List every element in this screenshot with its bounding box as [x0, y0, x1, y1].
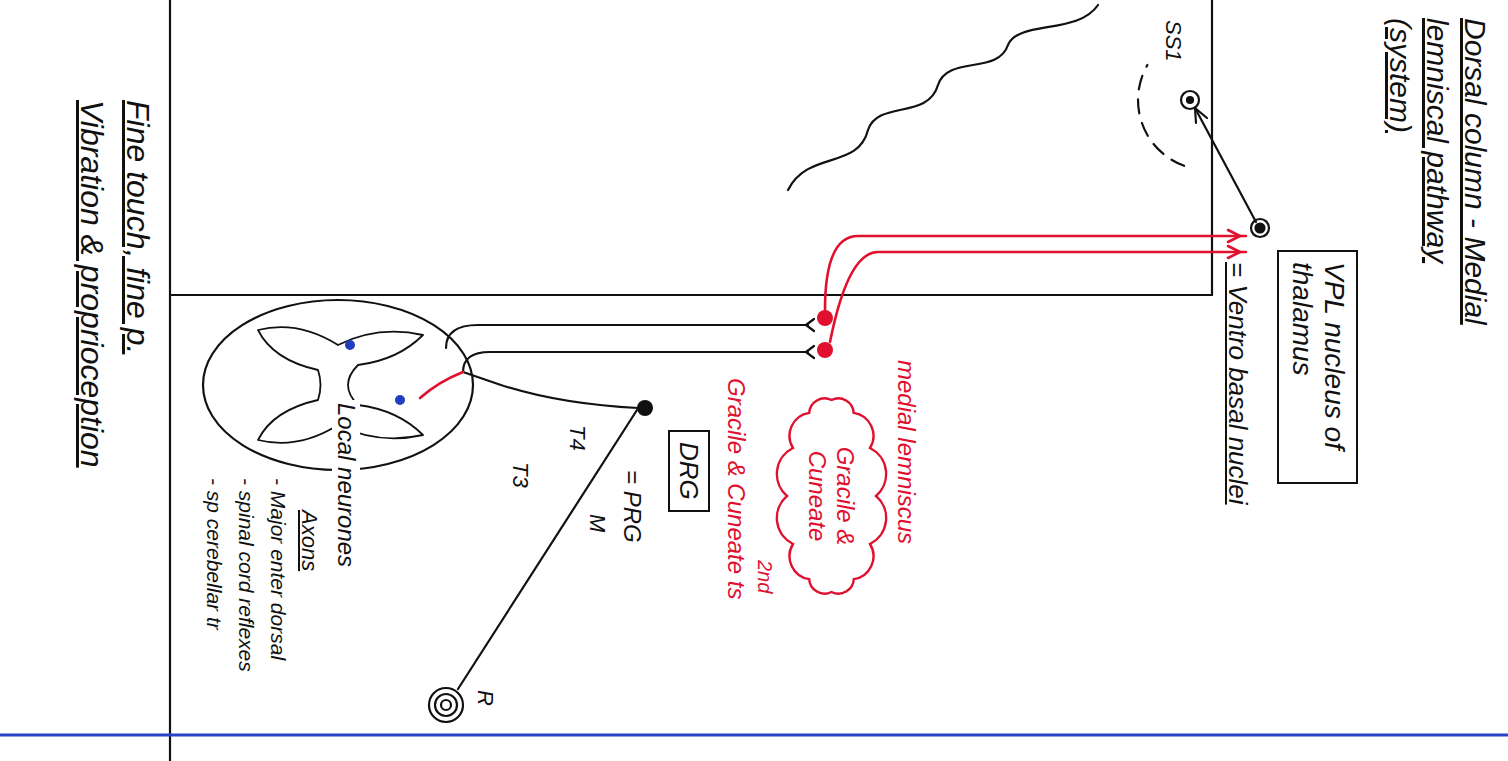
local-neuron	[395, 395, 405, 405]
dorsal-column-fibre	[463, 352, 808, 372]
ganglion-box: DRG	[668, 430, 710, 512]
modality-note: Fine touch, fine p.	[119, 100, 156, 354]
note-heading: Axons	[297, 510, 322, 571]
note: - sp cerebellar tr	[202, 478, 226, 630]
receptor-label: R	[473, 690, 498, 706]
local-branch	[420, 372, 463, 398]
order-label: 2nd	[753, 560, 776, 593]
medial-lemniscus-fibre	[825, 236, 1246, 310]
part-label: M	[585, 514, 610, 532]
tract-label: medial lemniscus	[892, 360, 920, 544]
peripheral-axon	[458, 410, 637, 689]
receptor	[435, 694, 457, 716]
receptor	[429, 688, 463, 722]
local-neuron	[345, 340, 355, 350]
divider-line	[169, 0, 171, 761]
margin-line	[0, 734, 1508, 737]
synonym-note: = Ventro basal nuclei	[1222, 262, 1252, 505]
cortex-area-arc	[1138, 65, 1184, 166]
node-text: Gracile & Cuneate	[804, 436, 859, 556]
arrowhead	[1228, 230, 1240, 242]
cortical-neuron-nucleus	[1187, 97, 1193, 103]
note: - spinal cord reflexes	[234, 478, 258, 672]
arrowhead	[1195, 108, 1207, 123]
cortical-neuron	[1181, 91, 1199, 109]
area-label: SS1	[1161, 20, 1186, 62]
node-text: VPL nucleus of thalamus	[1286, 262, 1350, 472]
dorsal-column-fibre	[446, 325, 808, 348]
segment-label: T4	[565, 425, 590, 451]
cortex-surface	[788, 5, 1098, 190]
thalamic-neuron	[1251, 219, 1269, 237]
note: - Major enter dorsal	[266, 478, 290, 660]
dorsal-root	[463, 372, 638, 408]
synonym-note: = PRG	[618, 470, 646, 543]
part-label: Local neurones	[332, 400, 360, 570]
ganglion-cell	[637, 400, 653, 416]
node-text: DRG	[673, 442, 703, 500]
thalamocortical-axon	[1195, 108, 1256, 222]
tract-label: Gracile & Cuneate ts	[722, 378, 750, 599]
nucleus-neuron	[817, 342, 833, 358]
title: Dorsal column - Medial lemniscal pathway…	[1382, 18, 1495, 348]
segment-label: T3	[508, 462, 533, 488]
medial-lemniscus-fibre	[830, 252, 1246, 342]
receptor	[441, 700, 451, 710]
nucleus-cloud: Gracile & Cuneate	[787, 400, 876, 592]
divider-line	[170, 294, 1212, 296]
nucleus-box: VPL nucleus of thalamus	[1277, 250, 1358, 484]
arrowhead	[1228, 246, 1240, 258]
thalamic-neuron-nucleus	[1256, 224, 1265, 233]
cloud-outline	[777, 398, 886, 593]
nucleus-neuron	[817, 310, 833, 326]
modality-note: Vibration & proprioception	[73, 100, 110, 468]
